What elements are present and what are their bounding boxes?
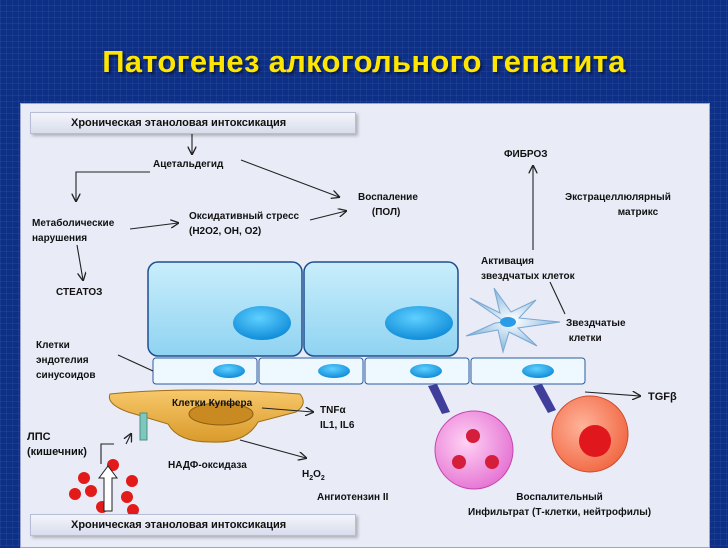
lps-particles <box>69 459 139 516</box>
label-stellate: Звездчатые клетки <box>566 318 626 344</box>
label-h2o2: H2O2 <box>302 469 325 482</box>
arrows <box>76 134 640 464</box>
label-cytokines: TNFα IL1, IL6 <box>320 405 355 431</box>
label-metabolic: Метаболические нарушения <box>32 218 115 244</box>
lymphocyte-pink <box>428 384 514 490</box>
label-nadph: НАДФ-оксидаза <box>168 460 247 471</box>
intoxication-bar-top: Хроническая этаноловая интоксикация <box>30 112 356 134</box>
slide-title: Патогенез алкогольного гепатита <box>102 44 626 79</box>
stellate-cell-icon <box>465 287 561 354</box>
label-angiotensin: Ангиотензин II <box>317 492 389 503</box>
label-infiltrate: Воспалительный Инфильтрат (Т-клетки, ней… <box>468 492 652 518</box>
label-tgf: TGFβ <box>648 391 677 403</box>
label-kupffer: Клетки Купфера <box>172 398 253 409</box>
label-acetaldehyde: Ацетальдегид <box>153 159 224 170</box>
endothelial-row <box>152 357 586 385</box>
label-endothelial: Клетки эндотелия синусоидов <box>36 340 96 381</box>
intoxication-bar-bottom: Хроническая этаноловая интоксикация <box>30 514 356 536</box>
label-inflammation: Воспаление (ПОЛ) <box>358 192 418 218</box>
label-fibrosis: ФИБРОЗ <box>504 149 548 160</box>
label-ecm: Экстрацеллюлярный матрикс <box>565 192 671 218</box>
kupffer-cell <box>108 389 304 443</box>
neutrophil-orange <box>533 384 629 473</box>
label-lps: ЛПС (кишечник) <box>27 431 87 458</box>
label-steatosis: СТЕАТОЗ <box>56 287 103 298</box>
label-activation: Активация звездчатых клеток <box>481 256 575 282</box>
hepatocyte-2 <box>303 261 459 357</box>
hepatocyte-1 <box>147 261 303 357</box>
label-oxidative: Оксидативный стресс (Н2О2, ОН, О2) <box>189 211 300 237</box>
